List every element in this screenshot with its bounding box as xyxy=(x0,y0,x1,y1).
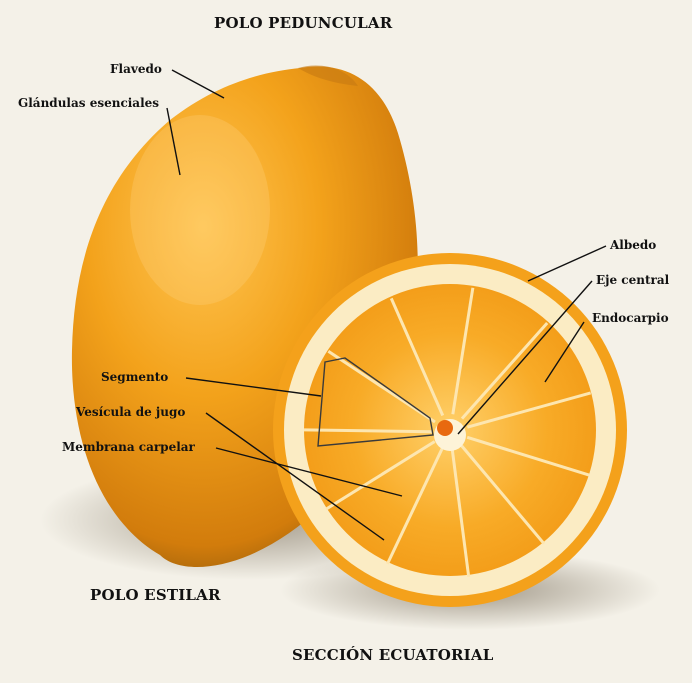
label-segmento: Segmento xyxy=(101,370,168,384)
title-polo-estilar: POLO ESTILAR xyxy=(90,586,221,604)
label-albedo: Albedo xyxy=(610,238,656,252)
title-seccion-ecuatorial: SECCIÓN ECUATORIAL xyxy=(292,646,493,664)
segment-membrane-line xyxy=(304,430,432,432)
label-membrana-carpelar: Membrana carpelar xyxy=(62,440,195,454)
leader-flavedo xyxy=(172,70,224,98)
central-core xyxy=(437,420,453,436)
label-endocarpio: Endocarpio xyxy=(592,311,669,325)
leader-albedo xyxy=(528,246,606,281)
whole-lemon-highlight xyxy=(130,115,270,305)
title-polo-peduncular: POLO PEDUNCULAR xyxy=(214,14,392,32)
label-glandulas-esenciales: Glándulas esenciales xyxy=(18,96,159,110)
label-vesicula-de-jugo: Vesícula de jugo xyxy=(76,405,185,419)
cut-lemon-half xyxy=(273,253,660,630)
label-eje-central: Eje central xyxy=(596,273,669,287)
label-flavedo: Flavedo xyxy=(110,62,162,76)
